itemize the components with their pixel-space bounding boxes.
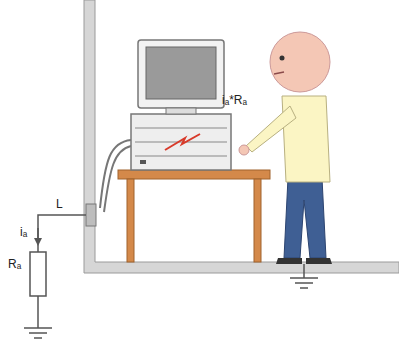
table (118, 170, 270, 262)
wall-floor (84, 0, 399, 273)
resistor-symbol (30, 252, 46, 296)
wall-socket (86, 204, 96, 226)
wire-ground (303, 264, 305, 278)
ground-symbol (24, 328, 52, 338)
voltage-label: iₐ*Rₐ (222, 94, 247, 107)
line-label: L (56, 198, 63, 211)
computer (131, 40, 231, 170)
person (239, 32, 332, 264)
resistor-label: Rₐ (8, 258, 21, 271)
current-label: iₐ (20, 226, 27, 239)
wire-L (38, 215, 86, 252)
current-arrowhead (34, 238, 42, 246)
wire-ground (37, 296, 39, 328)
ground-symbol (290, 278, 318, 288)
